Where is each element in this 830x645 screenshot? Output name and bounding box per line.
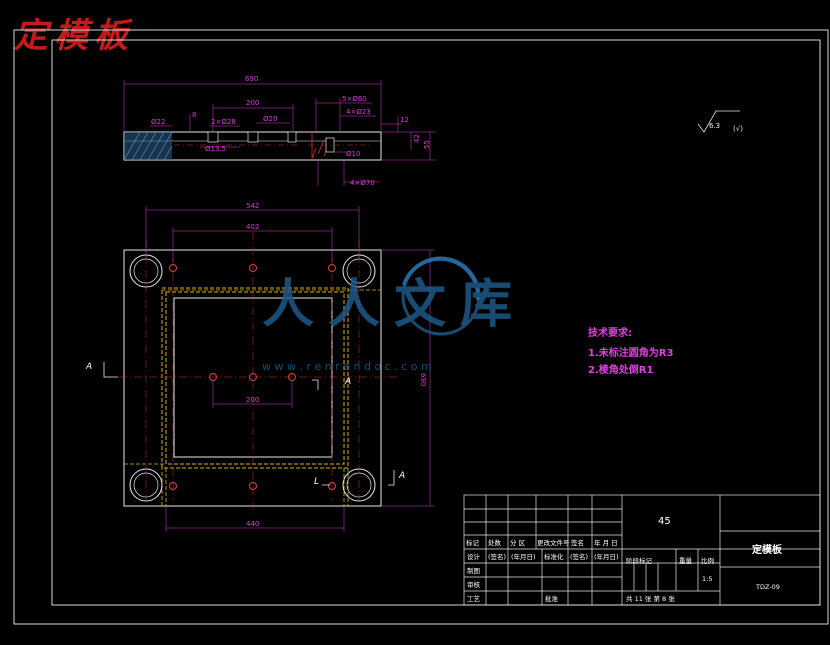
section-mark-mid: A: [344, 377, 351, 387]
row2-cell-1: (签名): [488, 552, 506, 561]
dim-8: 8: [192, 111, 196, 119]
dim-d20: Ø20: [263, 115, 277, 123]
dim-d28: 2×Ø28: [211, 118, 236, 126]
row2-cell-0: 设计: [467, 552, 481, 561]
roughness-value: 6.3: [709, 122, 720, 130]
requirements-title: 技术要求:: [588, 326, 632, 339]
label-stage: 阶段标记: [626, 556, 653, 565]
label-drafting: 制图: [467, 566, 480, 575]
dim-42: 42: [413, 134, 421, 143]
drawing-title: 定模板: [14, 16, 134, 56]
dim-d70: 4×Ø70: [350, 179, 375, 187]
scale-value: 1:5: [702, 575, 712, 583]
title-block: 45 定模板 TDZ-09 标记 处数 分 区 更改文件号 签名 年 月 日 设…: [463, 494, 821, 606]
watermark-url: w w w . r e n r e n d o c . c o m: [262, 360, 432, 373]
dim-440: 440: [246, 520, 259, 528]
dim-690-top: 690: [245, 75, 258, 83]
dim-d23: 4×Ø23: [346, 108, 371, 116]
material-text: 45: [658, 516, 671, 527]
technical-requirements: 技术要求: 1.未标注圆角为R3 2.棱角处倒R1: [588, 326, 673, 376]
dim-d13: Ø13.5: [205, 145, 226, 153]
dim-200-top: 200: [246, 99, 259, 107]
section-view: 690 200 8 Ø22 2×Ø28 Ø20 Ø13.5 5×Ø60 4×Ø2…: [123, 75, 436, 187]
part-name-text: 定模板: [752, 543, 783, 556]
header-cell-2: 分 区: [510, 538, 526, 547]
label-review: 审核: [467, 580, 481, 589]
requirement-1: 1.未标注圆角为R3: [588, 346, 673, 359]
dim-402: 402: [246, 223, 259, 231]
header-cell-4: 签名: [571, 538, 584, 547]
label-approve: 批准: [545, 594, 559, 603]
requirement-2: 2.棱角处倒R1: [588, 363, 653, 376]
watermark: 人人文库 w w w . r e n r e n d o c . c o m: [262, 256, 526, 373]
header-cell-1: 处数: [488, 538, 502, 547]
dim-55: 55: [423, 140, 431, 149]
dim-d10: Ø10: [346, 150, 360, 158]
row2-cell-4: (签名): [570, 552, 588, 561]
section-mark-L: L: [314, 477, 319, 487]
row2-cell-2: (年月日): [511, 552, 536, 561]
section-mark-right: A: [398, 471, 405, 481]
dim-d22: Ø22: [151, 118, 165, 126]
label-weight: 重量: [679, 557, 693, 565]
header-cell-3: 更改文件号: [537, 538, 570, 547]
header-cell-0: 标记: [466, 538, 480, 547]
plan-view: 542 402 200 440 690 A A L A: [85, 202, 434, 532]
watermark-brand: 人人文库: [262, 275, 526, 335]
sheet-info: 共 11 张 第 8 张: [626, 594, 675, 603]
roughness-note: (√): [733, 125, 743, 133]
row2-cell-3: 标准化: [544, 552, 564, 561]
label-scale: 比例: [701, 556, 714, 565]
dim-d60: 5×Ø60: [342, 95, 367, 103]
drawing-number-text: TDZ-09: [755, 583, 780, 591]
outer-border: [13, 29, 829, 625]
section-mark-left: A: [85, 362, 92, 372]
dim-690-right: 690: [419, 373, 427, 386]
dim-542: 542: [246, 202, 259, 210]
inner-border: [51, 39, 821, 606]
dim-12: 12: [400, 116, 409, 124]
dim-200-mid: 200: [246, 396, 259, 404]
surface-roughness-symbol: 6.3 (√): [697, 110, 743, 133]
label-process: 工艺: [467, 595, 481, 603]
header-cell-5: 年 月 日: [594, 538, 618, 547]
row2-cell-5: (年月日): [594, 552, 619, 561]
